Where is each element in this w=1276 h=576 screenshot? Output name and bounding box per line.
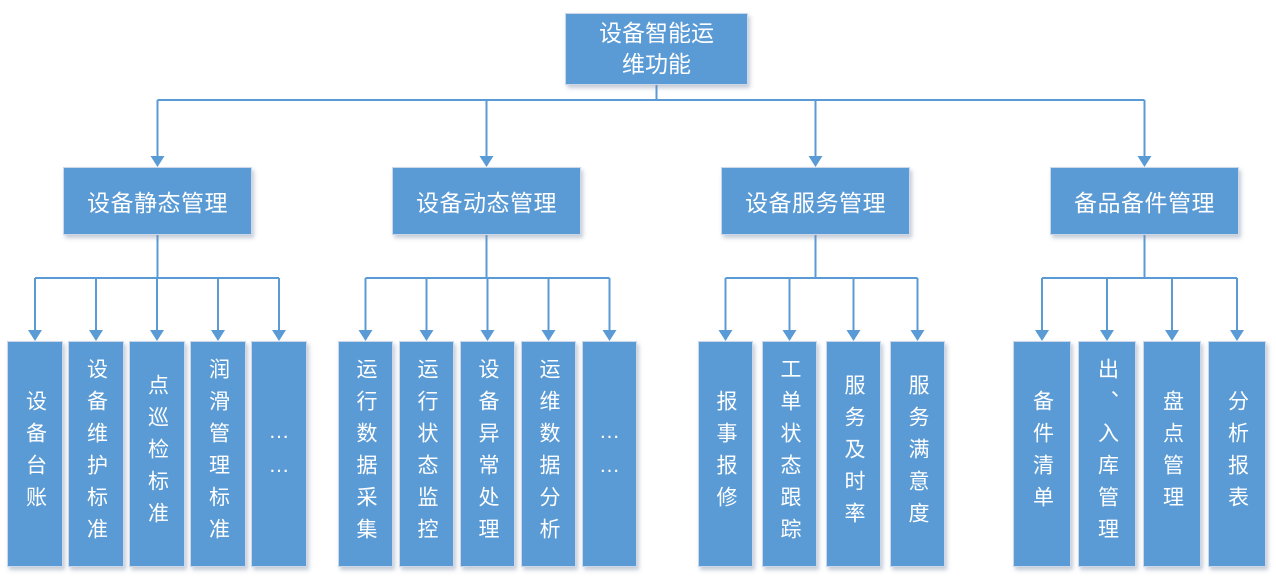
arrow-down-icon [910, 330, 925, 341]
leaf-node-label: 分析报表 [1225, 390, 1249, 518]
arrow-down-icon [272, 330, 286, 341]
leaf-node: 运维数据分析 [521, 341, 576, 567]
arrow-down-icon [358, 330, 373, 341]
branch-node: 备品备件管理 [1050, 167, 1239, 235]
leaf-node-label: 运行状态监控 [415, 358, 438, 550]
leaf-node: 出、入库管理 [1078, 341, 1136, 567]
leaf-node-label: 服务及时率 [842, 374, 865, 534]
leaf-node-label: 备件清单 [1030, 390, 1054, 518]
leaf-node: 报事报修 [698, 341, 753, 567]
branch-node-label: 备品备件管理 [1074, 190, 1215, 216]
leaf-node-label: 服务满意度 [906, 374, 929, 534]
leaf-node: 运行状态监控 [399, 341, 454, 567]
leaf-node-label: 工单状态跟踪 [778, 358, 801, 550]
leaf-node-label: 出、入库管理 [1095, 358, 1119, 550]
leaf-node-label: …… [598, 420, 621, 488]
arrow-down-icon [150, 156, 165, 167]
arrow-down-icon [782, 330, 797, 341]
arrow-down-icon [1100, 330, 1114, 341]
leaf-node-label: 润滑管理标准 [206, 358, 230, 550]
arrow-down-icon [602, 330, 617, 341]
arrow-down-icon [1165, 330, 1179, 341]
branch-node: 设备服务管理 [721, 167, 910, 235]
branch-node-label: 设备静态管理 [87, 190, 228, 216]
leaf-node: 运行数据采集 [338, 341, 393, 567]
leaf-node: 服务满意度 [890, 341, 945, 567]
leaf-node: 备件清单 [1013, 341, 1071, 567]
leaf-node-label: 设备台账 [23, 390, 47, 518]
leaf-node: 润滑管理标准 [190, 341, 246, 567]
leaf-node: …… [582, 341, 637, 567]
branch-node-label: 设备服务管理 [745, 190, 886, 216]
arrow-down-icon [211, 330, 225, 341]
leaf-node: 盘点管理 [1143, 341, 1201, 567]
leaf-node-label: 点巡检标准 [145, 374, 169, 534]
leaf-node: 服务及时率 [826, 341, 881, 567]
branch-node: 设备动态管理 [392, 167, 581, 235]
leaf-node: 分析报表 [1208, 341, 1266, 567]
leaf-node-label: 报事报修 [714, 390, 737, 518]
arrow-down-icon [718, 330, 733, 341]
arrow-down-icon [28, 330, 42, 341]
leaf-node-label: 设备维护标准 [84, 358, 108, 550]
arrow-down-icon [846, 330, 861, 341]
leaf-node-label: …… [267, 420, 291, 488]
leaf-node-label: 设备异常处理 [476, 358, 499, 550]
leaf-node: 工单状态跟踪 [762, 341, 817, 567]
arrow-down-icon [1230, 330, 1244, 341]
leaf-node: 设备台账 [7, 341, 63, 567]
arrow-down-icon [479, 156, 494, 167]
leaf-node-label: 运行数据采集 [354, 358, 377, 550]
arrow-down-icon [89, 330, 103, 341]
leaf-node-label: 运维数据分析 [537, 358, 560, 550]
leaf-node: 设备维护标准 [68, 341, 124, 567]
branch-node: 设备静态管理 [63, 167, 252, 235]
arrow-down-icon [808, 156, 823, 167]
root-node: 设备智能运维功能 [565, 13, 748, 85]
arrow-down-icon [541, 330, 556, 341]
arrow-down-icon [150, 330, 164, 341]
leaf-node-label: 盘点管理 [1160, 390, 1184, 518]
arrow-down-icon [419, 330, 434, 341]
arrow-down-icon [1035, 330, 1049, 341]
leaf-node: 点巡检标准 [129, 341, 185, 567]
leaf-node: 设备异常处理 [460, 341, 515, 567]
leaf-node: …… [251, 341, 307, 567]
arrow-down-icon [1137, 156, 1152, 167]
arrow-down-icon [480, 330, 495, 341]
root-node-label: 设备智能运维功能 [599, 19, 714, 77]
branch-node-label: 设备动态管理 [416, 190, 557, 216]
